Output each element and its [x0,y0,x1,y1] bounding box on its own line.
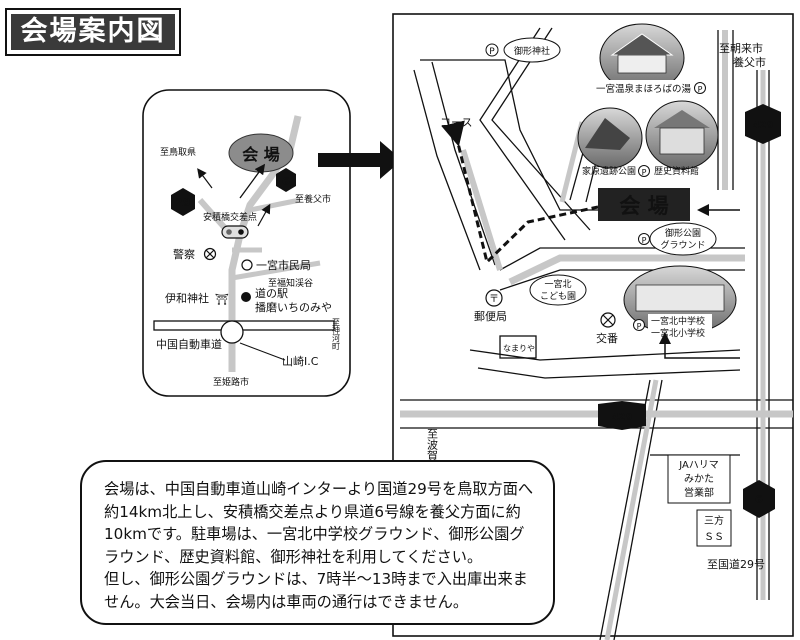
detail-venue-label: 会 場 [619,194,668,218]
inset-route29-label: 29 [175,196,190,209]
inset-shrine-label: 伊和神社 [165,291,209,305]
school-parking-icon [633,319,645,331]
detail-post-office-label: 郵便局 [474,310,507,323]
detail-school-line2: 一宮北小学校 [651,327,705,339]
svg-text:P: P [642,236,647,245]
svg-text:P: P [489,47,495,57]
detail-shrine-label: 御形神社 [514,45,550,57]
onsen-parking-icon [694,82,706,94]
inset-to-tottori: 至鳥取県 [160,146,196,158]
inset-station-line1: 道の駅 [255,286,288,300]
svg-text:〒: 〒 [489,294,499,305]
detail-koban-label: 交番 [596,331,618,345]
inset-to-himeji: 至姫路市 [213,376,249,388]
svg-text:429: 429 [753,120,774,131]
route429-hexagon-icon-mid [598,401,646,430]
school-arrow-icon [659,332,740,359]
station-dot-icon [241,292,251,302]
svg-text:P: P [637,322,642,331]
inset-to-fukuchiyama: 至福知渓谷 [268,277,313,289]
description-paragraph-1: 会場は、中国自動車道山崎インターより国道29号を鳥取方面へ約14km北上し、安積… [104,480,534,566]
inset-to-yabu: 至養父市 [295,193,331,205]
detail-ss-line1: 三方 [704,514,724,527]
map-title-box: 会場案内図 [5,8,181,56]
detail-ja-line3: 営業部 [684,486,714,499]
detail-ss-line2: ＳＳ [704,532,724,543]
inset-arrow-up-icon [239,163,266,199]
inset-intersection-marker [221,225,249,239]
ruins-parking-icon [638,165,650,177]
detail-venue-box [598,188,690,221]
detail-shrine-oval [503,37,561,63]
inset-station-line2: 播磨いちのみや [255,300,332,314]
access-description-box: 会場は、中国自動車道山崎インターより国道29号を鳥取方面へ約14km北上し、安積… [80,460,555,625]
detail-ground-line1: 御形公園 [665,227,701,239]
onsen-label-bg [592,80,710,95]
inset-to-kamikawa: 至神河町 [332,318,341,350]
detail-ja-line1: JAハリマ [678,460,719,471]
svg-text:429: 429 [612,412,633,423]
detail-museum-label: 歴史資料館 [654,165,699,177]
svg-text:6: 6 [755,493,763,506]
inset-map-frame [142,89,351,397]
inset-road-to-yabu [249,197,301,213]
inset-route29-hexagon-icon [171,188,195,216]
inset-venue-label: 会 場 [242,145,280,164]
inset-arrow-left-icon [197,168,213,189]
route429-hexagon-icon-top [745,104,781,144]
inset-expressway [153,320,335,331]
detail-kids-line2: こども園 [540,291,576,302]
detail-namariya-label: なまりや [503,344,535,353]
detail-kids-line1: 一宮北 [544,278,571,290]
kids-oval [529,274,587,306]
inset-ic-circle [220,320,244,344]
arrow-right-icon [318,141,402,179]
detail-course-label: コース [440,116,472,129]
inset-intersection-label: 安積橋交差点 [203,211,257,223]
inset-police-label: 警察 [173,247,195,261]
inset-signal-dot-1 [226,229,232,235]
detail-ground-line2: グラウンド [660,239,705,251]
inset-map: 会 場 6 29 至鳥取県 至養父市 安積橋交差点 警察 一宮市民局 至福知渓谷… [142,89,351,397]
inset-ic-label: 山崎I.C [282,354,319,368]
inset-expressway-label: 中国自動車道 [156,337,222,351]
detail-to-yabu: 養父市 [733,55,766,69]
detail-to-asago: 至朝来市 [719,41,763,55]
parking-icon [485,43,499,57]
svg-text:P: P [642,168,647,177]
detail-school-line1: 一宮北中学校 [651,315,705,327]
ss-box [696,509,732,547]
detail-onsen-label: 一宮温泉まほろばの湯 [596,83,692,95]
inset-ic-leader [239,342,286,361]
detail-to-haga: 至波賀 [426,428,439,462]
ground-oval [649,222,717,256]
inset-city-office-label: 一宮市民局 [256,258,311,272]
inset-road-fukuchi [231,260,321,281]
post-office-icon [485,289,503,307]
detail-ruins-label: 家原遺跡公園 [582,165,636,177]
svg-text:P: P [698,85,703,94]
inset-route6-label: 6 [282,175,290,188]
detail-ja-line2: みかた [684,473,714,485]
inset-signal-dot-2 [238,229,244,235]
page-title: 会場案内図 [11,14,175,50]
detail-to-route29: 至国道29号 [707,557,765,571]
detail-course-route [441,120,599,265]
city-office-circle-icon [241,259,253,271]
inset-arrow-right-icon [257,203,271,227]
description-paragraph-2: 但し、御形公園グラウンドは、7時半～13時まで入出庫出来ません。大会当日、会場内… [104,570,528,611]
ja-box [667,454,731,504]
inset-route6-hexagon-icon [276,168,296,192]
shrine-icon: ⛩ [215,293,229,306]
route6-hexagon-icon [743,480,775,518]
